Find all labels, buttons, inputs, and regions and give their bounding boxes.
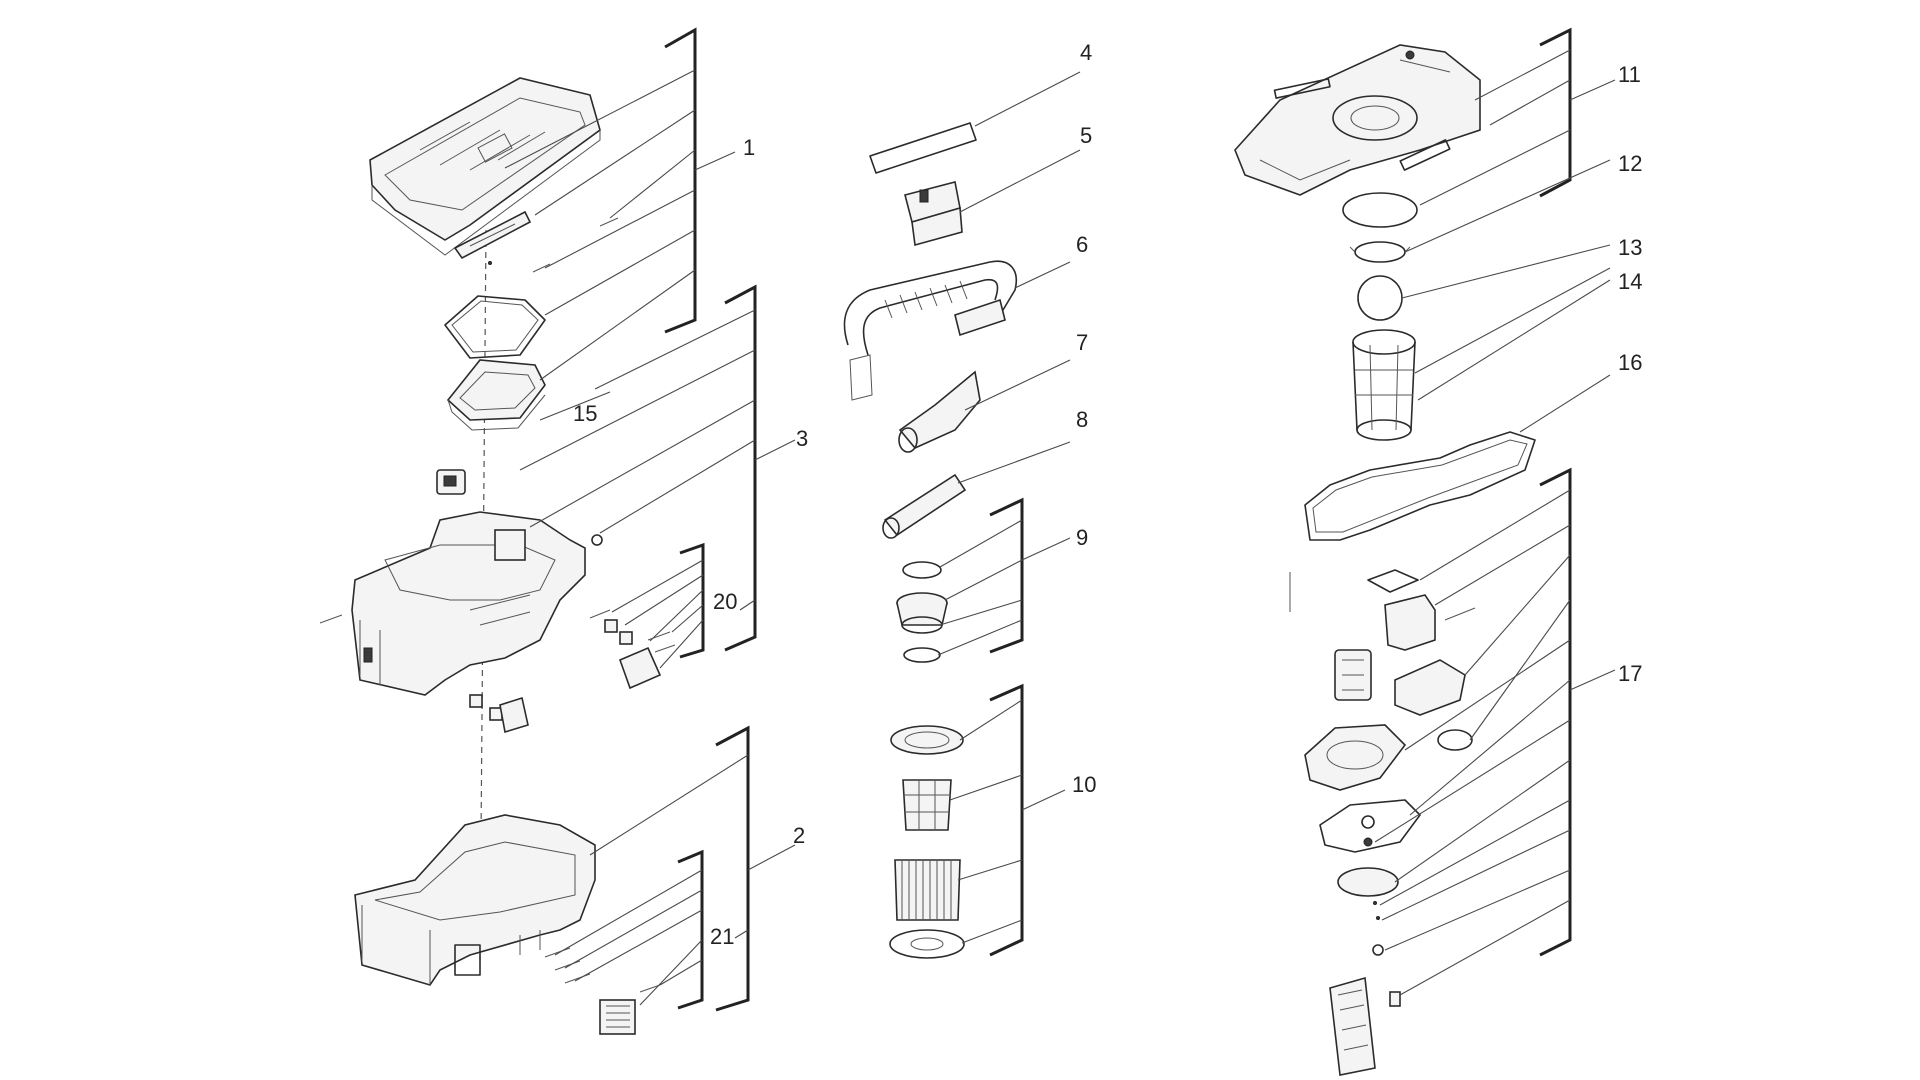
float-cage-ring-part-12[interactable]: [1349, 241, 1411, 263]
callout-1: 1: [743, 135, 755, 160]
tray-part[interactable]: [446, 359, 546, 431]
top-cover-part[interactable]: [369, 77, 601, 256]
callout-6: 6: [1076, 232, 1088, 257]
callout-2: 2: [793, 823, 805, 848]
filter-assembly-parts-10[interactable]: [889, 725, 965, 959]
leader-lines: [504, 27, 1616, 1012]
callout-9: 9: [1076, 525, 1088, 550]
callout-11: 11: [1618, 62, 1641, 87]
switch-part[interactable]: [436, 469, 466, 495]
callout-20: 20: [713, 589, 737, 614]
latch-part[interactable]: [453, 210, 532, 260]
o-ring-part-12a[interactable]: [1342, 192, 1418, 228]
main-housing-part[interactable]: [351, 511, 586, 696]
nozzle-part-7[interactable]: [898, 370, 981, 453]
filter-ring-parts-9[interactable]: [896, 561, 948, 663]
float-ball-part-13[interactable]: [1357, 275, 1403, 321]
callout-21: 21: [710, 924, 734, 949]
callout-5: 5: [1080, 123, 1092, 148]
upper-housing-part-11[interactable]: [1234, 44, 1481, 196]
callout-12: 12: [1618, 151, 1642, 176]
callout-3: 3: [796, 426, 808, 451]
float-cage-part-14[interactable]: [1352, 329, 1416, 441]
tank-screws-21[interactable]: [544, 947, 661, 1035]
callout-16: 16: [1618, 350, 1642, 375]
rear-switch-parts-20[interactable]: [604, 619, 676, 690]
motor-parts-17[interactable]: [1289, 569, 1476, 1076]
small-screw-parts: [488, 217, 619, 273]
hose-part-6[interactable]: [843, 260, 1017, 401]
callout-4: 4: [1080, 40, 1092, 65]
callout-17: 17: [1618, 661, 1642, 686]
callout-15: 15: [573, 401, 597, 426]
gasket-part[interactable]: [444, 295, 546, 359]
filter-pad-part-4[interactable]: [869, 122, 977, 174]
callout-8: 8: [1076, 407, 1088, 432]
housing-screws: [319, 534, 611, 624]
hose-cuff-part-5[interactable]: [904, 181, 963, 247]
callout-10: 10: [1072, 772, 1096, 797]
callout-14: 14: [1618, 269, 1642, 294]
callout-13: 13: [1618, 235, 1642, 260]
bottom-tank-part[interactable]: [354, 814, 596, 986]
crevice-tool-part-8[interactable]: [882, 473, 967, 539]
callout-7: 7: [1076, 330, 1088, 355]
lower-switch-parts[interactable]: [469, 694, 529, 734]
seal-gasket-part-16[interactable]: [1304, 431, 1536, 541]
